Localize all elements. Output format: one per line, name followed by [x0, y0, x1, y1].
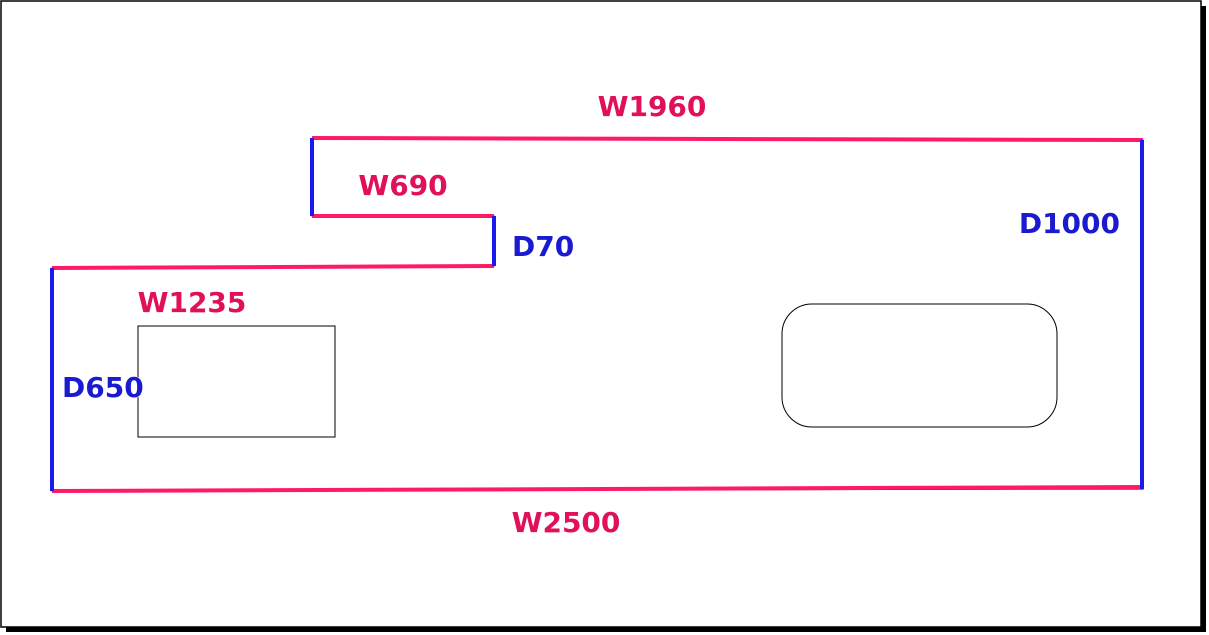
sink-cutout [781, 303, 1058, 428]
label-cutout-width: W1235 [138, 286, 247, 319]
label-step-width: W690 [358, 169, 447, 202]
label-left-depth: D650 [62, 371, 144, 404]
label-top-width: W1960 [598, 90, 707, 123]
label-step-depth: D70 [512, 230, 574, 263]
bottom-width-edge [51, 485, 1144, 493]
label-bottom-width: W2500 [512, 506, 621, 539]
left-width-edge [51, 264, 495, 270]
label-right-depth: D1000 [1019, 207, 1120, 240]
stove-cutout [137, 325, 336, 438]
top-width-edge [311, 136, 1144, 142]
